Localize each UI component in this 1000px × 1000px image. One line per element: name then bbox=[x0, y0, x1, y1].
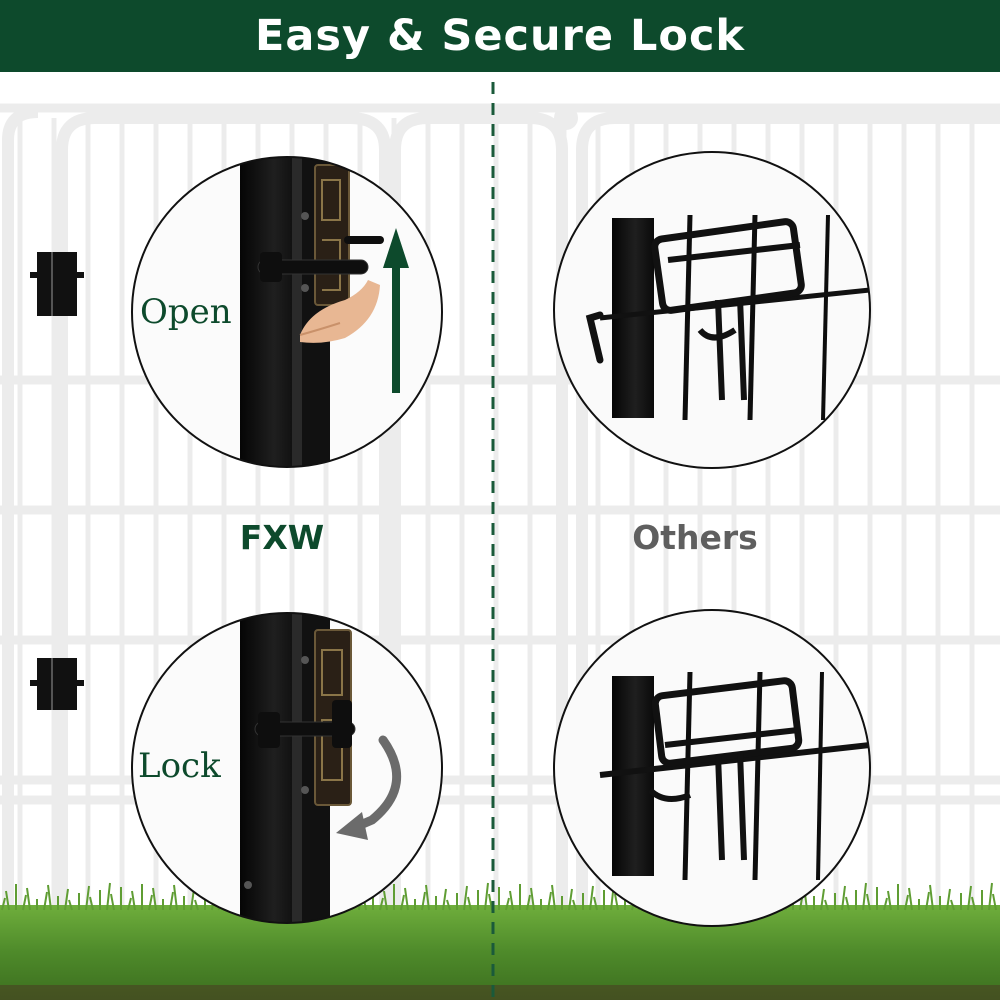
grass-ground bbox=[0, 882, 1000, 1000]
title-banner: Easy & Secure Lock bbox=[0, 0, 1000, 72]
open-state-label: Open bbox=[140, 292, 232, 332]
fence-hinge-upper-icon bbox=[30, 252, 84, 316]
others-latch-closeup-bottom bbox=[553, 609, 871, 927]
others-latch-closeup-top bbox=[553, 151, 871, 469]
arrow-up-icon bbox=[383, 228, 409, 393]
fxw-open-latch-closeup bbox=[131, 156, 443, 468]
fence-hinge-lower-icon bbox=[30, 658, 84, 710]
brand-label-fxw: FXW bbox=[239, 518, 325, 557]
banner-title: Easy & Secure Lock bbox=[254, 11, 746, 61]
lock-state-label: Lock bbox=[138, 746, 221, 786]
fxw-lock-latch-closeup bbox=[131, 612, 443, 924]
competitor-label-others: Others bbox=[632, 518, 758, 557]
curved-arrow-icon bbox=[336, 735, 402, 840]
